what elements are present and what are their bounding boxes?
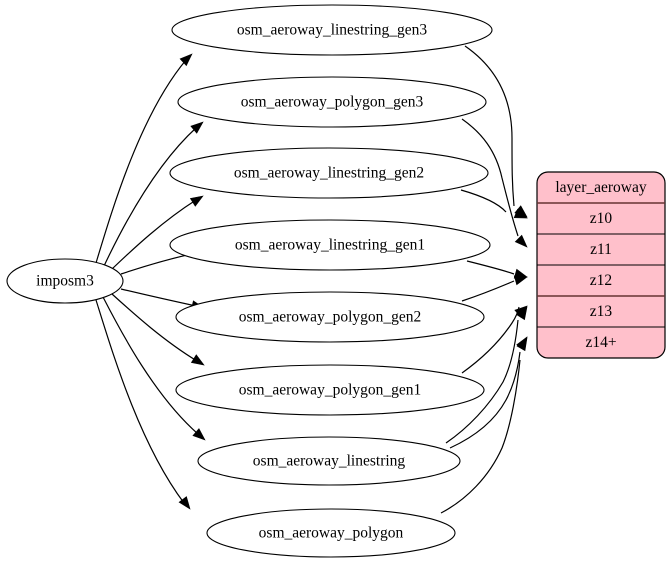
node-polygon_gen2[interactable]: osm_aeroway_polygon_gen2 — [175, 291, 485, 343]
polygon_gen2-label: osm_aeroway_polygon_gen2 — [239, 309, 422, 326]
node-linestring_gen1[interactable]: osm_aeroway_linestring_gen1 — [169, 219, 491, 271]
node-linestring_gen3[interactable]: osm_aeroway_linestring_gen3 — [171, 4, 493, 56]
edge-arrowhead-imposm3-to-linestring — [192, 428, 206, 441]
edge-arrowhead-imposm3-to-polygon_gen1 — [190, 354, 205, 366]
edge-polygon-to-z14+ — [440, 359, 521, 514]
edge-linestring_gen3-to-z10 — [464, 45, 515, 207]
ellipse-node-group: osm_aeroway_linestring_gen3 osm_aeroway_p… — [169, 4, 493, 558]
edge-arrowhead-imposm3-to-polygon_gen3 — [190, 121, 204, 134]
linestring_gen2-ellipse[interactable] — [169, 147, 489, 199]
node-polygon[interactable]: osm_aeroway_polygon — [206, 508, 456, 558]
table-row-label-z14+: z14+ — [585, 334, 616, 351]
edge-group-nodes-to-table — [440, 45, 528, 514]
node-polygon_gen1[interactable]: osm_aeroway_polygon_gen1 — [175, 364, 485, 416]
edge-arrowhead-polygon-to-z14+ — [516, 337, 528, 352]
edge-arrowhead-imposm3-to-polygon — [178, 496, 191, 510]
edge-imposm3-to-linestring — [102, 296, 199, 435]
polygon-ellipse[interactable] — [206, 508, 456, 558]
table-row-label-z13: z13 — [590, 303, 613, 320]
table-row-label-z11: z11 — [590, 241, 612, 258]
table-row-label-z10: z10 — [590, 210, 613, 227]
linestring_gen1-label: osm_aeroway_linestring_gen1 — [235, 237, 425, 254]
polygon_gen2-ellipse[interactable] — [175, 291, 485, 343]
edge-arrowhead-linestring_gen2-to-z10 — [513, 208, 528, 219]
edge-arrowhead-polygon_gen2-to-z12 — [513, 275, 528, 286]
edge-imposm3-to-linestring_gen2 — [111, 199, 197, 270]
node-linestring_gen2[interactable]: osm_aeroway_linestring_gen2 — [169, 147, 489, 199]
edge-imposm3-to-polygon — [95, 299, 185, 504]
linestring_gen2-label: osm_aeroway_linestring_gen2 — [234, 165, 424, 182]
table-row-label-z12: z12 — [590, 272, 612, 289]
polygon_gen1-label: osm_aeroway_polygon_gen1 — [239, 382, 422, 399]
edge-arrowhead-polygon_gen3-to-z11 — [514, 234, 528, 248]
edge-linestring-to-z13 — [445, 319, 519, 444]
linestring-ellipse[interactable] — [197, 436, 461, 486]
edge-imposm3-to-linestring_gen3 — [95, 59, 187, 264]
node-linestring[interactable]: osm_aeroway_linestring — [197, 436, 461, 486]
polygon_gen3-label: osm_aeroway_polygon_gen3 — [241, 94, 424, 111]
linestring_gen1-ellipse[interactable] — [169, 219, 491, 271]
node-polygon_gen3[interactable]: osm_aeroway_polygon_gen3 — [177, 76, 487, 128]
edge-arrowhead-linestring-to-z13 — [516, 306, 528, 321]
imposm3-label: imposm3 — [36, 273, 94, 290]
polygon-label: osm_aeroway_polygon — [259, 525, 404, 542]
edge-polygon_gen3-to-z11 — [461, 118, 519, 237]
edge-arrowhead-imposm3-to-linestring_gen3 — [179, 53, 193, 67]
edge-polygon_gen2-to-z12 — [461, 280, 515, 302]
node-imposm3[interactable]: imposm3 — [6, 258, 124, 304]
linestring_gen3-label: osm_aeroway_linestring_gen3 — [237, 22, 428, 39]
polygon_gen3-ellipse[interactable] — [177, 76, 487, 128]
polygon_gen1-ellipse[interactable] — [175, 364, 485, 416]
linestring-label: osm_aeroway_linestring — [253, 453, 406, 470]
edge-imposm3-to-polygon_gen3 — [103, 126, 198, 267]
layer-aeroway-table-header: layer_aeroway — [555, 179, 646, 196]
edge-linestring_gen1-to-z12 — [466, 260, 515, 275]
edge-imposm3-to-polygon_gen1 — [111, 293, 198, 362]
edge-arrowhead-imposm3-to-linestring_gen2 — [189, 195, 204, 207]
edge-linestring_gen2-to-z10 — [460, 189, 507, 213]
node-layer-aeroway-table[interactable]: layer_aeroway z10 z11 z12 z13 z14+ — [536, 171, 666, 359]
edge-linestring-to-z14+ — [449, 351, 521, 449]
edge-imposm3-to-polygon_gen2 — [120, 288, 197, 307]
imposm3-ellipse[interactable] — [6, 258, 124, 304]
linestring_gen3-ellipse[interactable] — [171, 4, 493, 56]
